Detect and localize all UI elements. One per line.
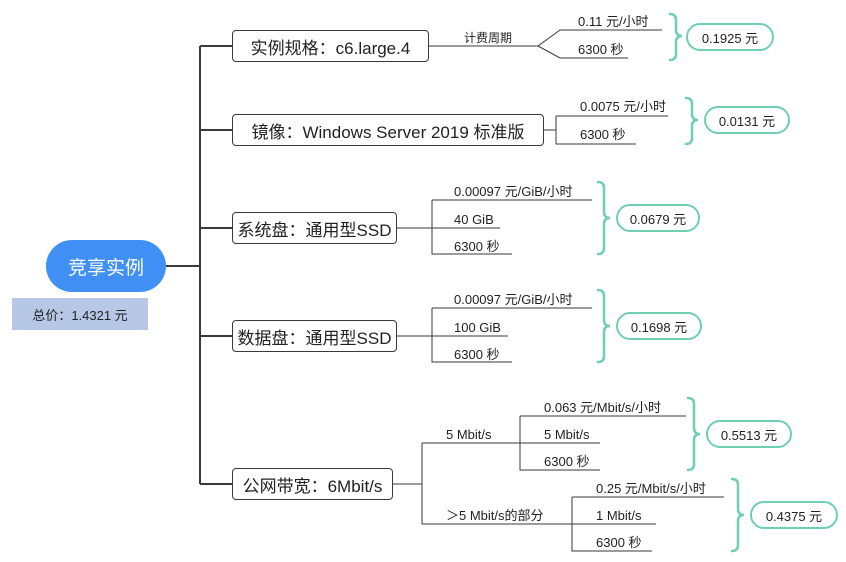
param-datadisk-price: 0.00097 元/GiB/小时 (454, 292, 573, 307)
param-tier1-bandwidth: 5 Mbit/s (544, 427, 590, 442)
brace-5 (686, 396, 701, 472)
param-tier1-duration: 6300 秒 (544, 454, 590, 469)
result-image: 0.0131 元 (704, 106, 790, 134)
node-bandwidth[interactable]: 公网带宽：6Mbit/s (232, 468, 393, 500)
param-datadisk-duration: 6300 秒 (454, 347, 500, 362)
param-sysdisk-price: 0.00097 元/GiB/小时 (454, 184, 573, 199)
tier-1-label: 5 Mbit/s (446, 427, 492, 442)
brace-3 (596, 180, 611, 256)
brace-6 (730, 477, 745, 553)
param-datadisk-size: 100 GiB (454, 320, 501, 335)
param-sysdisk-duration: 6300 秒 (454, 239, 500, 254)
result-data-disk: 0.1698 元 (616, 312, 702, 340)
param-instance-duration: 6300 秒 (578, 42, 624, 57)
param-tier2-duration: 6300 秒 (596, 535, 642, 550)
tier-2-label: ＞5 Mbit/s的部分 (446, 508, 544, 523)
total-price: 总价：1.4321 元 (12, 298, 148, 330)
param-image-duration: 6300 秒 (580, 127, 626, 142)
brace-1 (668, 12, 683, 62)
param-tier2-bandwidth: 1 Mbit/s (596, 508, 642, 523)
root-node[interactable]: 竞享实例 (46, 240, 166, 292)
brace-4 (596, 288, 611, 364)
result-tier-1: 0.5513 元 (706, 420, 792, 448)
node-data-disk[interactable]: 数据盘：通用型SSD (232, 320, 397, 352)
result-system-disk: 0.0679 元 (616, 204, 700, 232)
result-instance: 0.1925 元 (686, 23, 774, 51)
param-image-price: 0.0075 元/小时 (580, 99, 666, 114)
result-tier-2: 0.4375 元 (750, 501, 838, 529)
node-image[interactable]: 镜像：Windows Server 2019 标准版 (232, 114, 544, 146)
param-tier2-price: 0.25 元/Mbit/s/小时 (596, 481, 706, 496)
param-instance-price: 0.11 元/小时 (578, 14, 649, 29)
param-sysdisk-size: 40 GiB (454, 212, 494, 227)
node-instance-spec[interactable]: 实例规格：c6.large.4 (232, 30, 429, 62)
label-billing-period: 计费周期 (464, 31, 513, 45)
node-system-disk[interactable]: 系统盘：通用型SSD (232, 212, 397, 244)
brace-2 (684, 96, 699, 146)
param-tier1-price: 0.063 元/Mbit/s/小时 (544, 400, 662, 415)
